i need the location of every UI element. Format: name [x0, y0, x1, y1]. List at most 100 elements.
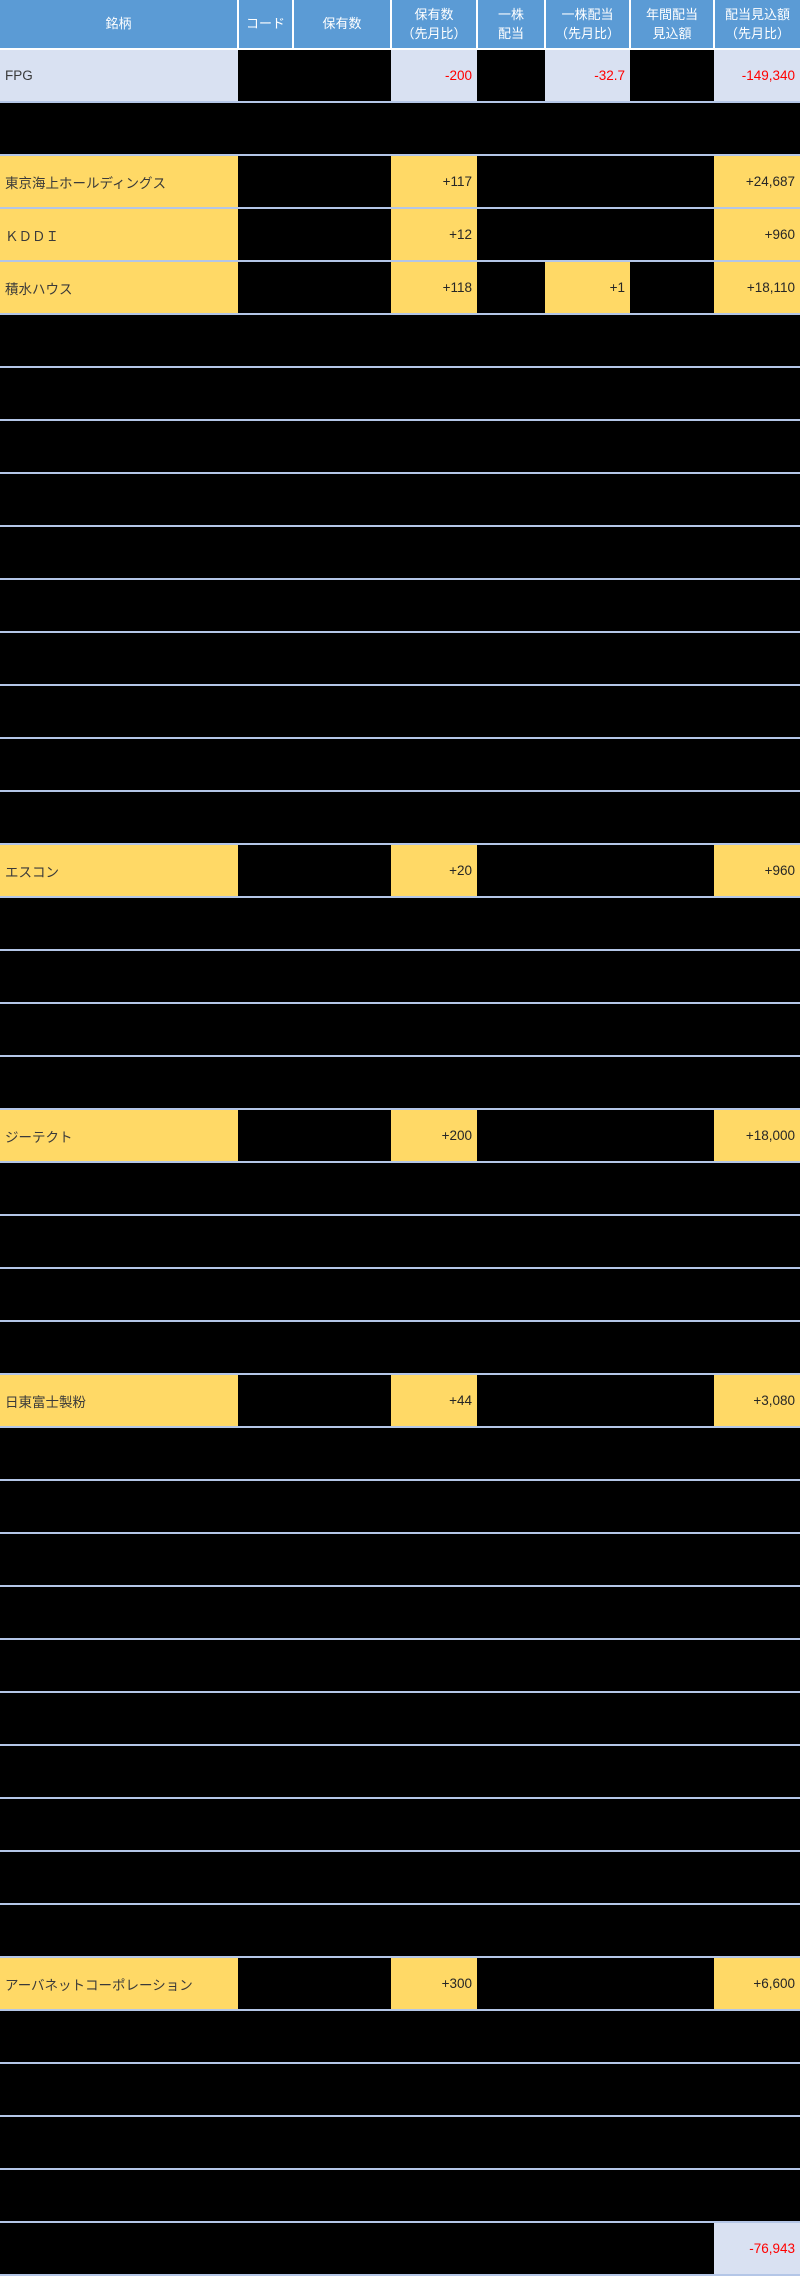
- cell-dps-mom[interactable]: [545, 1799, 630, 1850]
- cell-holdings-mom[interactable]: [391, 1640, 477, 1691]
- cell-holdings-mom[interactable]: [391, 2011, 477, 2062]
- cell-dps-mom[interactable]: [545, 1587, 630, 1638]
- cell-stock-name[interactable]: [0, 1693, 238, 1744]
- cell-estimate-mom[interactable]: [714, 1428, 800, 1479]
- cell-dps[interactable]: [477, 315, 545, 366]
- cell-annual-estimate[interactable]: [630, 474, 714, 525]
- cell-stock-name[interactable]: [0, 1746, 238, 1797]
- cell-dps-mom[interactable]: [545, 421, 630, 472]
- cell-code[interactable]: [238, 686, 293, 737]
- cell-estimate-mom[interactable]: -76,943: [714, 2223, 800, 2274]
- cell-annual-estimate[interactable]: [630, 1746, 714, 1797]
- cell-estimate-mom[interactable]: [714, 2170, 800, 2221]
- cell-dps[interactable]: [477, 580, 545, 631]
- cell-dps[interactable]: [477, 262, 545, 313]
- cell-code[interactable]: [238, 1481, 293, 1532]
- cell-holdings[interactable]: [293, 103, 391, 154]
- cell-dps-mom[interactable]: +1: [545, 262, 630, 313]
- cell-dps-mom[interactable]: [545, 1905, 630, 1956]
- cell-holdings[interactable]: [293, 1534, 391, 1585]
- cell-code[interactable]: [238, 1746, 293, 1797]
- col-header-holdings[interactable]: 保有数: [294, 0, 392, 50]
- cell-holdings-mom[interactable]: [391, 898, 477, 949]
- cell-stock-name[interactable]: [0, 1057, 238, 1108]
- cell-stock-name[interactable]: [0, 739, 238, 790]
- cell-holdings-mom[interactable]: [391, 1057, 477, 1108]
- cell-holdings[interactable]: [293, 1746, 391, 1797]
- cell-code[interactable]: [238, 421, 293, 472]
- cell-holdings-mom[interactable]: [391, 421, 477, 472]
- cell-stock-name[interactable]: [0, 1534, 238, 1585]
- cell-dps[interactable]: [477, 792, 545, 843]
- cell-stock-name[interactable]: [0, 1905, 238, 1956]
- cell-estimate-mom[interactable]: [714, 2011, 800, 2062]
- cell-stock-name[interactable]: 日東富士製粉: [0, 1375, 238, 1426]
- cell-holdings[interactable]: [293, 1110, 391, 1161]
- cell-holdings[interactable]: [293, 474, 391, 525]
- cell-holdings[interactable]: [293, 686, 391, 737]
- cell-dps-mom[interactable]: [545, 2170, 630, 2221]
- cell-estimate-mom[interactable]: [714, 792, 800, 843]
- cell-code[interactable]: [238, 103, 293, 154]
- cell-dps-mom[interactable]: [545, 103, 630, 154]
- cell-annual-estimate[interactable]: [630, 1428, 714, 1479]
- cell-dps-mom[interactable]: [545, 686, 630, 737]
- cell-stock-name[interactable]: ジーテクト: [0, 1110, 238, 1161]
- cell-dps-mom[interactable]: [545, 2011, 630, 2062]
- cell-dps[interactable]: [477, 1269, 545, 1320]
- cell-code[interactable]: [238, 50, 293, 101]
- cell-code[interactable]: [238, 1799, 293, 1850]
- cell-dps-mom[interactable]: [545, 156, 630, 207]
- cell-stock-name[interactable]: [0, 1852, 238, 1903]
- cell-code[interactable]: [238, 1587, 293, 1638]
- cell-holdings-mom[interactable]: [391, 315, 477, 366]
- cell-dps-mom[interactable]: [545, 1534, 630, 1585]
- cell-stock-name[interactable]: [0, 1163, 238, 1214]
- cell-dps[interactable]: [477, 2170, 545, 2221]
- cell-dps[interactable]: [477, 1746, 545, 1797]
- cell-annual-estimate[interactable]: [630, 103, 714, 154]
- cell-code[interactable]: [238, 898, 293, 949]
- cell-dps[interactable]: [477, 898, 545, 949]
- cell-dps[interactable]: [477, 1322, 545, 1373]
- cell-dps-mom[interactable]: [545, 1428, 630, 1479]
- cell-dps-mom[interactable]: [545, 792, 630, 843]
- cell-holdings-mom[interactable]: +20: [391, 845, 477, 896]
- cell-holdings-mom[interactable]: [391, 1799, 477, 1850]
- cell-dps[interactable]: [477, 209, 545, 260]
- cell-stock-name[interactable]: [0, 2064, 238, 2115]
- cell-annual-estimate[interactable]: [630, 1693, 714, 1744]
- cell-dps-mom[interactable]: [545, 898, 630, 949]
- cell-holdings-mom[interactable]: [391, 1269, 477, 1320]
- cell-estimate-mom[interactable]: [714, 1746, 800, 1797]
- cell-stock-name[interactable]: エスコン: [0, 845, 238, 896]
- cell-dps[interactable]: [477, 2117, 545, 2168]
- cell-dps-mom[interactable]: [545, 2064, 630, 2115]
- cell-dps[interactable]: [477, 527, 545, 578]
- cell-estimate-mom[interactable]: [714, 739, 800, 790]
- cell-holdings-mom[interactable]: [391, 1322, 477, 1373]
- cell-annual-estimate[interactable]: [630, 50, 714, 101]
- cell-code[interactable]: [238, 2117, 293, 2168]
- cell-code[interactable]: [238, 262, 293, 313]
- cell-dps-mom[interactable]: [545, 1322, 630, 1373]
- cell-holdings[interactable]: [293, 1958, 391, 2009]
- cell-annual-estimate[interactable]: [630, 1905, 714, 1956]
- cell-holdings-mom[interactable]: [391, 1216, 477, 1267]
- cell-estimate-mom[interactable]: [714, 1534, 800, 1585]
- cell-stock-name[interactable]: [0, 527, 238, 578]
- cell-holdings[interactable]: [293, 262, 391, 313]
- cell-dps[interactable]: [477, 368, 545, 419]
- cell-annual-estimate[interactable]: [630, 1004, 714, 1055]
- cell-holdings-mom[interactable]: [391, 2117, 477, 2168]
- cell-stock-name[interactable]: [0, 1587, 238, 1638]
- cell-annual-estimate[interactable]: [630, 1375, 714, 1426]
- cell-estimate-mom[interactable]: [714, 686, 800, 737]
- cell-dps-mom[interactable]: [545, 527, 630, 578]
- cell-dps[interactable]: [477, 1587, 545, 1638]
- cell-dps[interactable]: [477, 1852, 545, 1903]
- cell-holdings[interactable]: [293, 50, 391, 101]
- cell-estimate-mom[interactable]: [714, 527, 800, 578]
- cell-stock-name[interactable]: [0, 580, 238, 631]
- cell-code[interactable]: [238, 1905, 293, 1956]
